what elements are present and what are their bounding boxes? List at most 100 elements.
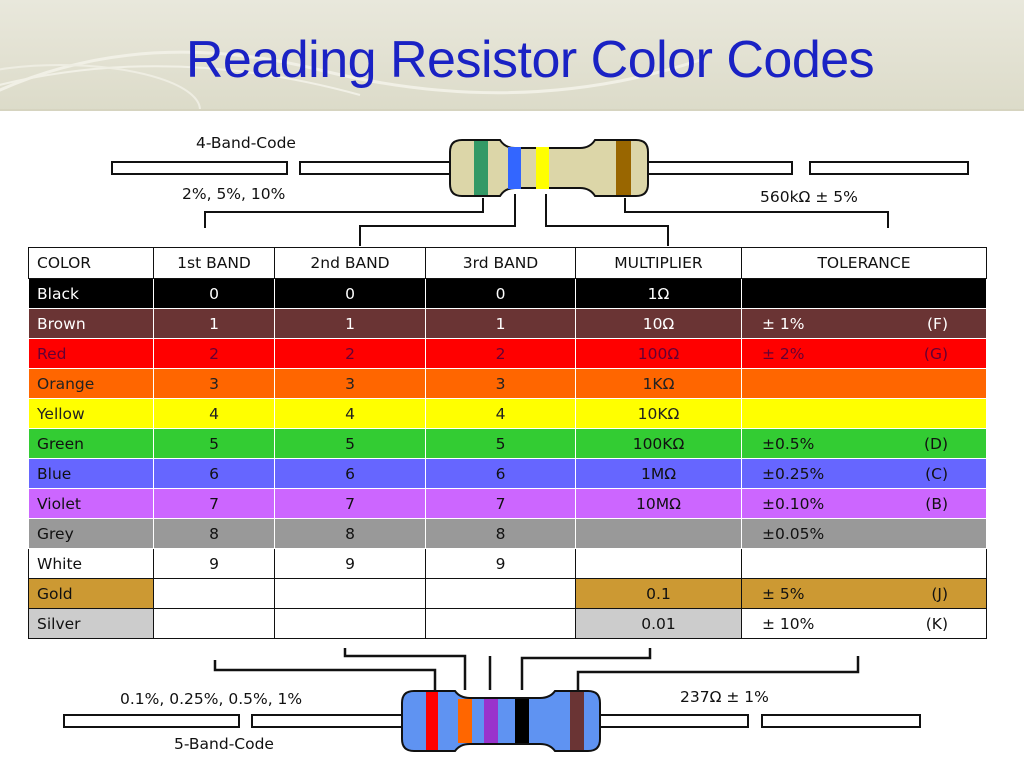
second-band-digit: 9 — [274, 548, 426, 579]
multiplier-value: 1KΩ — [575, 368, 742, 399]
five-band-tolerance-note: 0.1%, 0.25%, 0.5%, 1% — [120, 690, 303, 708]
table-row: Violet 7 7 7 10MΩ ±0.10% (B) — [28, 488, 987, 519]
first-band-digit — [153, 608, 275, 639]
tolerance-value: ±0.05% — [762, 525, 825, 543]
four-band-pointer-2 — [359, 194, 516, 246]
color-name: Green — [28, 428, 154, 459]
header-1st-band: 1st BAND — [153, 247, 275, 279]
four-band-lead-left-1 — [111, 161, 288, 175]
table-row: Green 5 5 5 100KΩ ±0.5%(D) — [28, 428, 987, 459]
four-band-example-value: 560kΩ ± 5% — [760, 188, 858, 206]
color-name: Black — [28, 278, 154, 309]
color-name: Silver — [28, 608, 154, 639]
five-band-band-violet — [484, 699, 498, 743]
first-band-digit: 5 — [153, 428, 275, 459]
table-row: Orange 3 3 3 1KΩ — [28, 368, 987, 399]
five-band-pointer-5 — [576, 656, 860, 690]
table-row: Black 0 0 0 1Ω — [28, 278, 987, 309]
multiplier-value: 10MΩ — [575, 488, 742, 519]
first-band-digit: 9 — [153, 548, 275, 579]
second-band-digit: 5 — [274, 428, 426, 459]
table-row: Blue 6 6 6 1MΩ ±0.25%(C) — [28, 458, 987, 489]
third-band-digit: 9 — [425, 548, 576, 579]
tolerance-value: ± 10% — [762, 615, 815, 633]
multiplier-value: 10KΩ — [575, 398, 742, 429]
multiplier-value: 100KΩ — [575, 428, 742, 459]
five-band-example-value: 237Ω ± 1% — [680, 688, 769, 706]
first-band-digit: 7 — [153, 488, 275, 519]
color-name: Red — [28, 338, 154, 369]
five-band-band-brown — [570, 692, 584, 750]
tolerance-cell: ± 1%(F) — [741, 308, 987, 339]
tolerance-code: (B) — [925, 495, 948, 513]
tolerance-cell — [741, 368, 987, 399]
multiplier-value: 100Ω — [575, 338, 742, 369]
third-band-digit: 1 — [425, 308, 576, 339]
multiplier-value — [575, 518, 742, 549]
header-divider — [0, 109, 1024, 111]
five-band-pointer-2 — [343, 648, 467, 690]
first-band-digit — [153, 578, 275, 609]
four-band-pointer-1 — [204, 198, 484, 228]
first-band-digit: 4 — [153, 398, 275, 429]
tolerance-value: ±0.25% — [762, 465, 825, 483]
color-name: White — [28, 548, 154, 579]
third-band-digit: 6 — [425, 458, 576, 489]
tolerance-cell: ± 5% (J) — [741, 578, 987, 609]
third-band-digit: 2 — [425, 338, 576, 369]
second-band-digit: 7 — [274, 488, 426, 519]
second-band-digit: 3 — [274, 368, 426, 399]
tolerance-cell — [741, 398, 987, 429]
second-band-digit — [274, 578, 426, 609]
second-band-digit: 4 — [274, 398, 426, 429]
four-band-lead-left-2 — [299, 161, 461, 175]
header-multiplier: MULTIPLIER — [575, 247, 742, 279]
header-color: COLOR — [28, 247, 154, 279]
first-band-digit: 1 — [153, 308, 275, 339]
third-band-digit: 7 — [425, 488, 576, 519]
tolerance-value: ±0.10% — [762, 495, 825, 513]
color-name: Violet — [28, 488, 154, 519]
table-row: Red 2 2 2 100Ω ± 2%(G) — [28, 338, 987, 369]
tolerance-cell — [741, 278, 987, 309]
five-band-label: 5-Band-Code — [174, 735, 274, 753]
color-name: Grey — [28, 518, 154, 549]
first-band-digit: 8 — [153, 518, 275, 549]
four-band-band-green — [474, 141, 488, 195]
four-band-band-yellow — [536, 147, 549, 189]
five-band-band-orange — [458, 699, 472, 743]
second-band-digit: 2 — [274, 338, 426, 369]
four-band-lead-right-2 — [809, 161, 969, 175]
color-name: Gold — [28, 578, 154, 609]
color-name: Orange — [28, 368, 154, 399]
color-name: Brown — [28, 308, 154, 339]
table-row: Gold 0.1 ± 5%(J) — [28, 578, 987, 609]
second-band-digit — [274, 608, 426, 639]
four-band-pointer-3 — [545, 194, 669, 246]
third-band-digit — [425, 578, 576, 609]
slide-header: Reading Resistor Color Codes — [0, 0, 1024, 111]
tolerance-cell: ± 10%(K) — [741, 608, 987, 639]
tolerance-code: (D) — [923, 435, 948, 453]
third-band-digit — [425, 608, 576, 639]
four-band-band-blue — [508, 147, 521, 189]
four-band-band-brown — [616, 141, 631, 195]
five-band-lead-left-2 — [251, 714, 403, 728]
tolerance-code: (J) — [931, 585, 948, 603]
multiplier-value: 1MΩ — [575, 458, 742, 489]
first-band-digit: 6 — [153, 458, 275, 489]
tolerance-cell: ±0.05% — [741, 518, 987, 549]
four-band-lead-right-1 — [639, 161, 793, 175]
first-band-digit: 3 — [153, 368, 275, 399]
second-band-digit: 6 — [274, 458, 426, 489]
second-band-digit: 0 — [274, 278, 426, 309]
tolerance-code: (F) — [926, 315, 948, 333]
five-band-pointer-4 — [520, 648, 652, 690]
table-header-row: COLOR 1st BAND 2nd BAND 3rd BAND MULTIPL… — [28, 247, 987, 279]
color-name: Yellow — [28, 398, 154, 429]
five-band-resistor-body — [401, 690, 601, 752]
tolerance-cell: ±0.10% (B) — [741, 488, 987, 519]
four-band-tolerance-note: 2%, 5%, 10% — [182, 185, 286, 203]
third-band-digit: 8 — [425, 518, 576, 549]
tolerance-value: ± 5% — [762, 585, 805, 603]
